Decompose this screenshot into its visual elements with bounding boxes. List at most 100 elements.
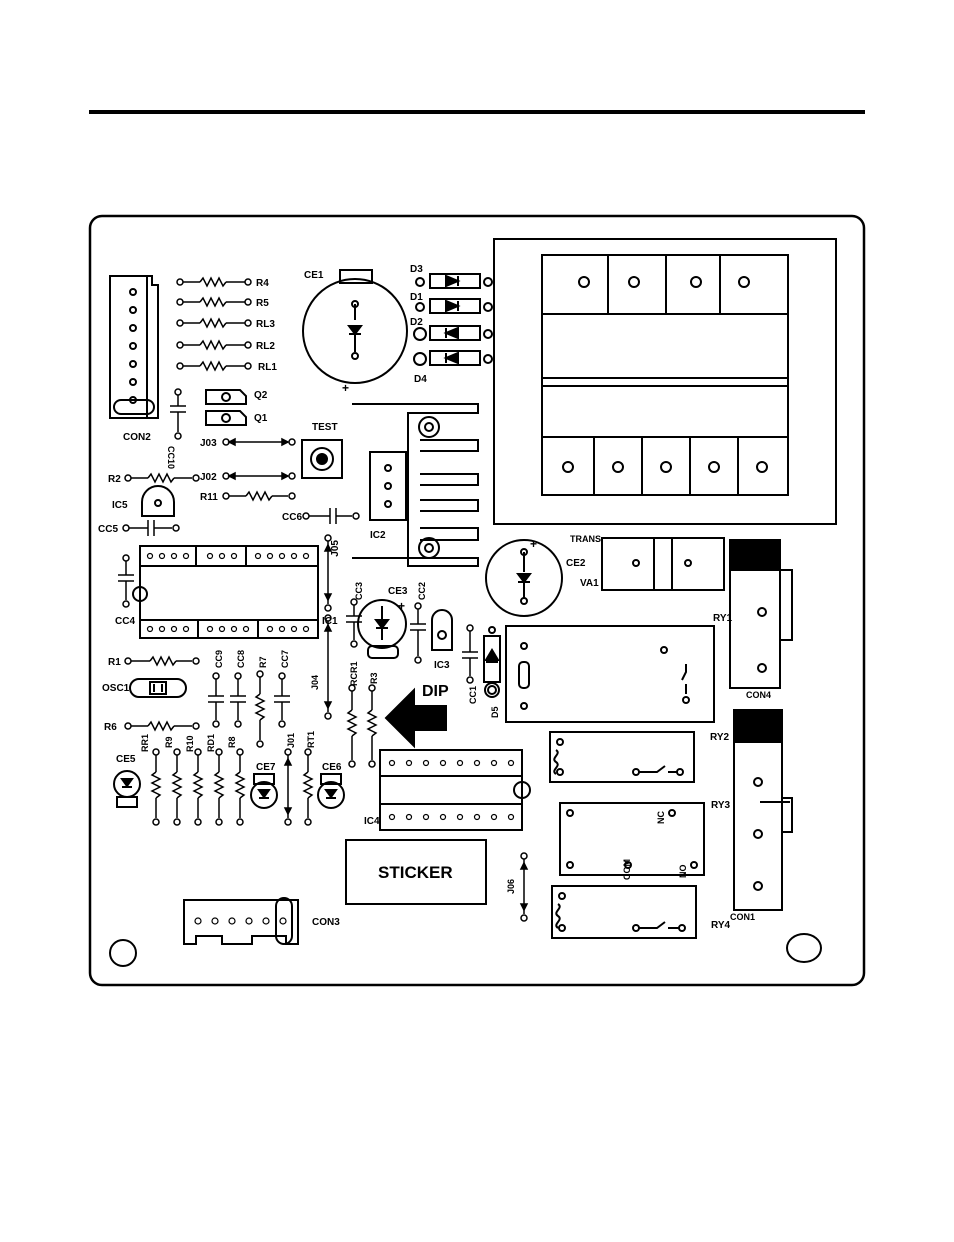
- ic1-microcontroller: [133, 546, 318, 638]
- ry1-label: RY1: [713, 613, 733, 624]
- test-button: [302, 440, 342, 478]
- r9-label: R9: [164, 736, 174, 748]
- cc6-label: CC6: [282, 512, 302, 523]
- thermistor-rt1: [304, 749, 312, 825]
- ic3-sensor: [432, 610, 452, 650]
- con3-label: CON3: [312, 917, 340, 928]
- transistor-q2: [206, 390, 246, 404]
- relay-ry2: [550, 732, 694, 782]
- r5-label: R5: [256, 298, 269, 309]
- d5-label: D5: [490, 706, 500, 718]
- resistor-bank-top: [177, 278, 251, 370]
- cc9-label: CC9: [214, 650, 224, 668]
- diode-d5: [484, 627, 500, 697]
- ic4-dip-switch: [380, 750, 530, 830]
- r10-label: R10: [185, 735, 195, 752]
- resistor-r7: [256, 671, 264, 747]
- relay-ry1: [730, 540, 792, 688]
- resistor-rcr1: [348, 685, 356, 767]
- ce3-label: CE3: [388, 586, 408, 597]
- diode-d3: [416, 274, 492, 288]
- ry4-label: RY4: [711, 920, 731, 931]
- cc2-label: CC2: [417, 582, 427, 600]
- no-label: NO: [678, 865, 688, 879]
- cc8-label: CC8: [236, 650, 246, 668]
- capacitor-cc5: [123, 520, 179, 536]
- board-outline: [90, 216, 864, 985]
- diode-d2: [414, 326, 492, 340]
- capacitor-cc6: [303, 508, 359, 524]
- resistor-r2: [125, 474, 199, 482]
- cc7-label: CC7: [280, 650, 290, 668]
- rt1-label: RT1: [306, 731, 316, 748]
- r4-label: R4: [256, 278, 269, 289]
- capacitor-cc7: [274, 673, 290, 727]
- varistor-va1: [602, 538, 724, 590]
- jumper-j03: [223, 439, 295, 445]
- d1-label: D1: [410, 292, 423, 303]
- capacitor-ce2: [486, 540, 562, 616]
- resistor-r11: [223, 492, 295, 500]
- r3-label: R3: [369, 672, 379, 684]
- d2-label: D2: [410, 317, 423, 328]
- oscillator-osc1: [130, 679, 186, 697]
- ce7-label: CE7: [256, 762, 276, 773]
- r11-label: R11: [200, 492, 218, 503]
- capacitor-cc8: [230, 673, 246, 727]
- capacitor-ce6: [318, 774, 344, 808]
- rr1-label: RR1: [140, 734, 150, 752]
- trans-label: TRANS: [570, 534, 601, 544]
- ic4-label: IC4: [364, 816, 380, 827]
- q1-label: Q1: [254, 413, 268, 424]
- capacitor-cc4: [118, 555, 134, 607]
- j01-label: J01: [286, 733, 296, 748]
- com-label: COM: [622, 859, 632, 880]
- ce2-label: CE2: [566, 558, 586, 569]
- resistor-row-bottom: [152, 749, 244, 825]
- rd1-label: RD1: [206, 734, 216, 752]
- relay-ry2-main: [506, 626, 714, 722]
- resistor-r6: [125, 722, 199, 730]
- rcr1-label: RCR1: [349, 661, 359, 686]
- test-label: TEST: [312, 422, 338, 433]
- capacitor-ce7: [251, 774, 277, 808]
- cc5-label: CC5: [98, 524, 118, 535]
- ce3-plus: +: [398, 599, 405, 613]
- capacitor-cc1: [462, 625, 478, 683]
- con3-connector: [184, 898, 298, 944]
- j02-label: J02: [200, 472, 217, 483]
- capacitor-cc2: [410, 603, 426, 663]
- con4-label: CON4: [746, 690, 771, 700]
- j03-label: J03: [200, 438, 217, 449]
- transformer-block: [494, 239, 836, 524]
- ic5-regulator: [142, 486, 174, 516]
- resistor-r3: [368, 685, 376, 767]
- mounting-hole-left: [110, 940, 136, 966]
- con1-label: CON1: [730, 912, 755, 922]
- dip-label: DIP: [422, 683, 449, 700]
- capacitor-cc3: [346, 599, 362, 647]
- diode-d1: [416, 299, 492, 313]
- ic3-label: IC3: [434, 660, 450, 671]
- ic5-label: IC5: [112, 500, 128, 511]
- jumper-j02: [223, 473, 295, 479]
- ic2-label: IC2: [370, 530, 386, 541]
- jumper-j01: [285, 749, 291, 825]
- j06-label: J06: [506, 879, 516, 894]
- rl2-label: RL2: [256, 341, 275, 352]
- capacitor-ce1: [303, 270, 407, 383]
- ce6-label: CE6: [322, 762, 342, 773]
- ry3-label: RY3: [711, 800, 731, 811]
- d3-label: D3: [410, 264, 423, 275]
- va1-label: VA1: [580, 578, 599, 589]
- r8-label: R8: [227, 736, 237, 748]
- jumper-j04: [325, 615, 331, 719]
- sticker-label: STICKER: [378, 863, 453, 882]
- ce2-plus: +: [530, 537, 537, 551]
- capacitor-cc10: [170, 389, 186, 439]
- cc3-label: CC3: [354, 582, 364, 600]
- ce1-label: CE1: [304, 270, 324, 281]
- resistor-r1: [125, 657, 199, 665]
- relay-ry3: [560, 803, 704, 875]
